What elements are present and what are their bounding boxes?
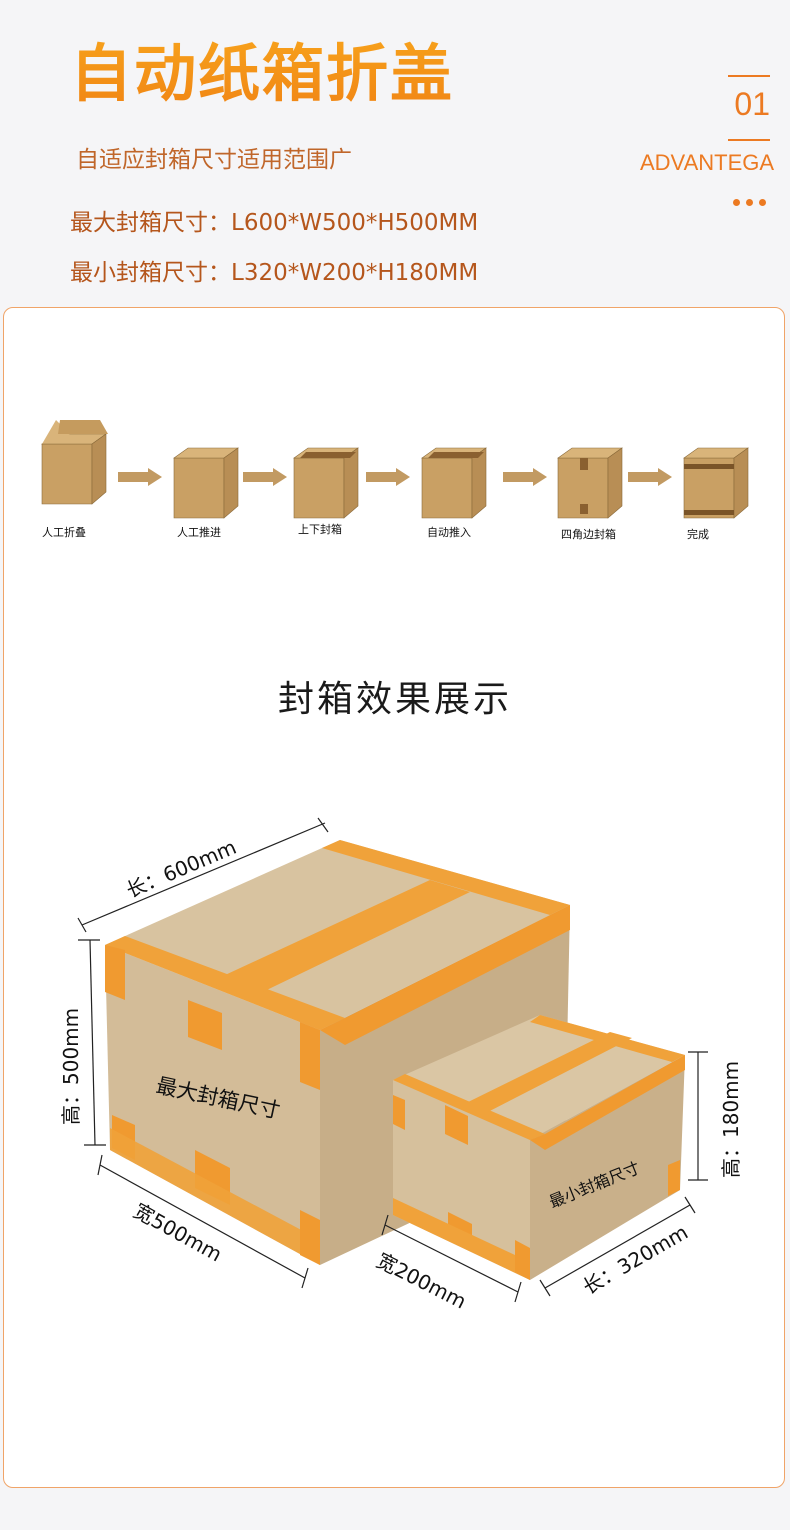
step-label: 四角边封箱	[561, 528, 616, 541]
arrow-icon	[503, 468, 547, 486]
badge-label: ADVANTEGA	[640, 150, 775, 175]
step-label: 自动推入	[427, 526, 471, 539]
step-label: 上下封箱	[298, 523, 342, 536]
subtitle: 自适应封箱尺寸适用范围广	[76, 147, 352, 173]
badge-divider-bottom	[728, 139, 770, 141]
step-label: 人工折叠	[42, 526, 86, 539]
arrow-icon	[628, 468, 672, 486]
step-box-corner	[557, 447, 623, 519]
step-label: 人工推进	[177, 526, 221, 539]
showcase-title: 封箱效果展示	[277, 679, 512, 720]
arrow-icon	[366, 468, 410, 486]
max-size-spec: 最大封箱尺寸：L600*W500*H500MM	[70, 210, 479, 236]
large-length-label: 长：600mm	[123, 835, 240, 903]
box-size-illustration: 长：600mm 高：500mm 宽500mm 最大封箱尺寸 宽200mm 高：1…	[59, 817, 743, 1314]
step-label: 完成	[687, 528, 709, 541]
dots-icon	[733, 199, 766, 206]
step-box-push	[173, 447, 239, 519]
small-height-label: 高：180mm	[719, 1061, 743, 1178]
page-title: 自动纸箱折盖	[70, 34, 454, 114]
badge-divider-top	[728, 75, 770, 77]
process-diagram	[41, 420, 749, 519]
min-size-spec: 最小封箱尺寸：L320*W200*H180MM	[70, 260, 479, 286]
arrow-icon	[243, 468, 287, 486]
step-box-auto	[421, 447, 487, 519]
badge-number: 01	[734, 86, 770, 122]
small-width-label: 宽200mm	[373, 1248, 470, 1313]
step-box-fold	[41, 420, 108, 505]
arrow-icon	[118, 468, 162, 486]
step-box-seal	[293, 447, 359, 519]
large-height-label: 高：500mm	[59, 1008, 83, 1125]
dimension-lines	[77, 817, 708, 1303]
small-box	[393, 1015, 685, 1280]
step-box-done	[683, 447, 749, 519]
